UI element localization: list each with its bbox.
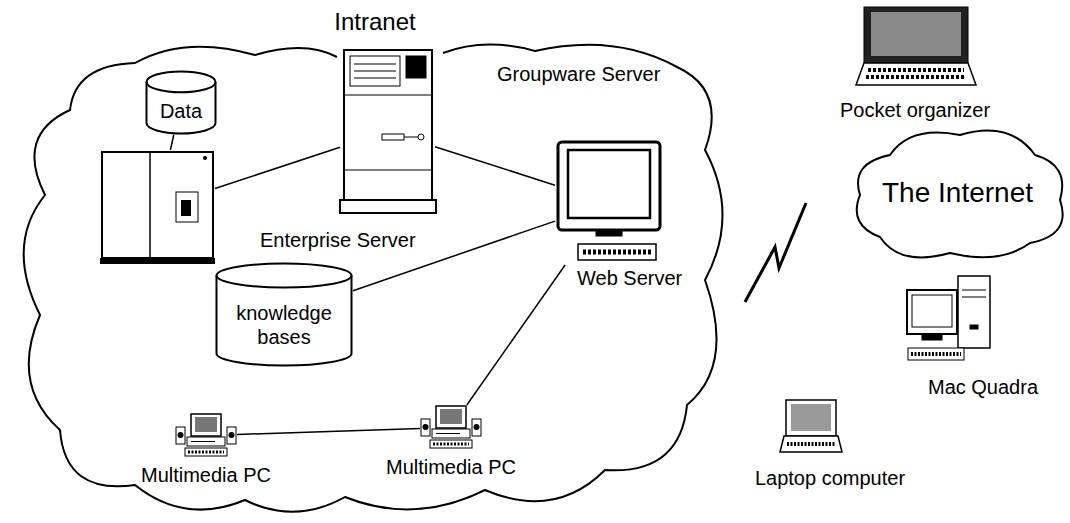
device-label: Laptop computer (753, 466, 907, 490)
pocket-organizer: Pocket organizer (855, 5, 975, 87)
pocket-organizer-icon (856, 7, 976, 85)
shape-label: The Internet (882, 176, 1033, 210)
cylinder-outline (147, 72, 216, 134)
enterprise-server: Enterprise Server (100, 150, 215, 265)
shape-label: Data (160, 99, 202, 123)
device-label: Multimedia PC (139, 463, 273, 487)
link-line (435, 147, 555, 185)
device-label: Pocket organizer (838, 98, 992, 122)
device-label: Web Server (575, 266, 684, 290)
device-label: Mac Quadra (926, 375, 1040, 399)
link-line (237, 429, 420, 435)
link-line (215, 147, 340, 188)
knowledge-base-cylinder: knowledge bases (215, 262, 353, 367)
laptop-icon (780, 400, 842, 452)
multimedia-pc-icon (176, 414, 236, 456)
multimedia-pc-icon (421, 406, 481, 448)
device-label: Groupware Server (495, 62, 662, 86)
mac-quadra: Mac Quadra (905, 272, 993, 367)
web-server: Web Server (555, 140, 663, 265)
internet-cloud: The Internet (850, 125, 1065, 260)
web-server-icon (558, 142, 660, 260)
groupware-server: Groupware Server (340, 48, 435, 215)
laptop-computer: Laptop computer (780, 398, 842, 458)
cylinder-rim (217, 276, 352, 288)
enterprise-server-icon (100, 152, 215, 264)
device-label: Multimedia PC (384, 455, 518, 479)
device-label: Intranet (332, 8, 417, 37)
cloud-outline (857, 131, 1063, 258)
multimedia-pc: Multimedia PC (420, 405, 482, 450)
cloud-outline (24, 44, 723, 511)
intranet-cloud: IntranetDataEnterprise ServerGroupware S… (15, 45, 730, 520)
groupware-server-icon (340, 50, 436, 213)
link-line (170, 135, 173, 150)
shape-label: knowledge bases (228, 301, 340, 349)
cylinder-outline (217, 264, 352, 366)
cylinder-rim (147, 82, 216, 92)
data-cylinder: Data (145, 70, 217, 135)
mac-quadra-icon (907, 276, 990, 360)
link-line (467, 265, 565, 405)
wireless-bolt (745, 203, 806, 302)
multimedia-pc: Multimedia PC (175, 413, 237, 458)
device-label: Enterprise Server (258, 228, 418, 252)
